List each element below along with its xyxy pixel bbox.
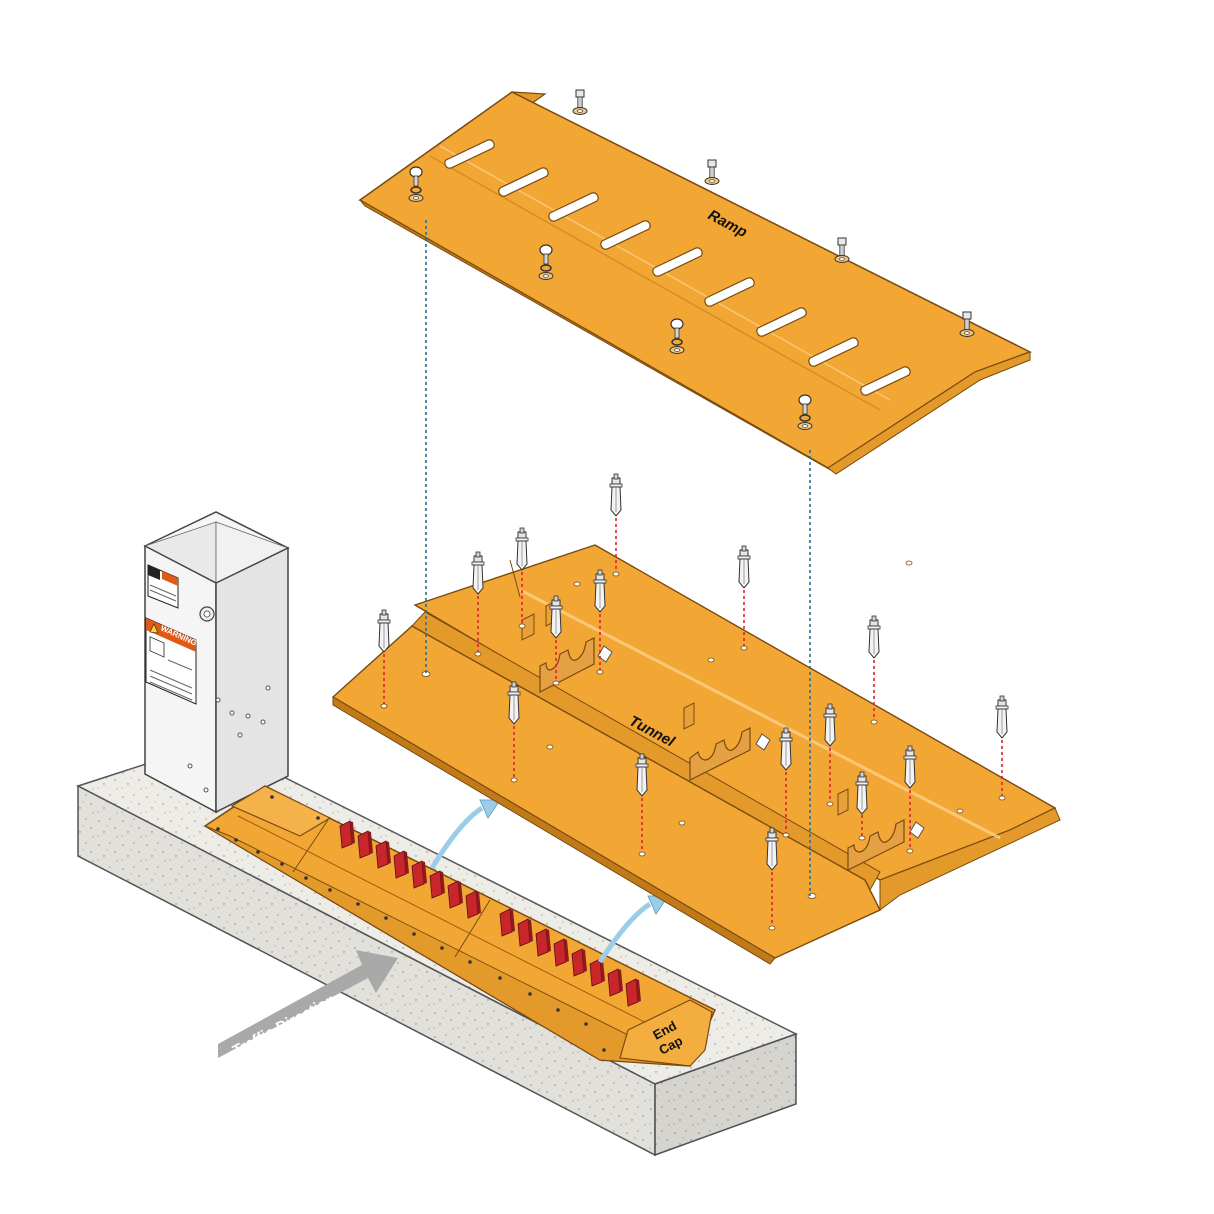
ramp-plate: Ramp — [358, 91, 1032, 475]
anchor-bolt-icon — [593, 569, 607, 613]
tunnel-plate: Tunnel — [331, 544, 1061, 965]
anchor-bolt-icon — [765, 827, 779, 871]
warning-label: WARNING — [145, 617, 198, 705]
anchor-bolt-icon — [515, 527, 529, 571]
anchor-bolt-icon — [609, 473, 623, 517]
anchor-bolt-icon — [855, 771, 869, 815]
anchor-bolt-icon — [903, 745, 917, 789]
up-arrow-icon — [429, 799, 501, 870]
anchor-leader-lines — [383, 518, 1003, 928]
anchor-bolt-icon — [507, 681, 521, 725]
end-cap — [619, 999, 713, 1067]
anchor-bolt-icon — [737, 545, 751, 589]
bolt-icon — [704, 159, 720, 185]
traffic-direction-label: Traffic Direction — [230, 991, 339, 1060]
anchor-bolt-icon — [867, 615, 881, 659]
anchor-bolt-icon — [823, 703, 837, 747]
anchor-bolt-icon — [471, 551, 485, 595]
spike-barrier-installed: End Cap — [203, 785, 716, 1067]
anchor-bolt-icon — [779, 727, 793, 771]
anchor-bolt-icon — [377, 609, 391, 653]
anchor-bolt-icon — [549, 595, 563, 639]
anchor-bolt-icon — [635, 753, 649, 797]
cable-cradle — [539, 637, 905, 871]
bolt-icon — [834, 237, 850, 263]
anchor-holes — [380, 571, 1006, 931]
bolt-icon — [572, 89, 588, 115]
ramp-alignment-lines — [425, 220, 811, 896]
warning-icon — [149, 623, 159, 634]
control-cabinet: WARNING — [143, 511, 290, 814]
hazard-label-small — [147, 564, 179, 609]
anchor-bolt-icon — [995, 695, 1009, 739]
